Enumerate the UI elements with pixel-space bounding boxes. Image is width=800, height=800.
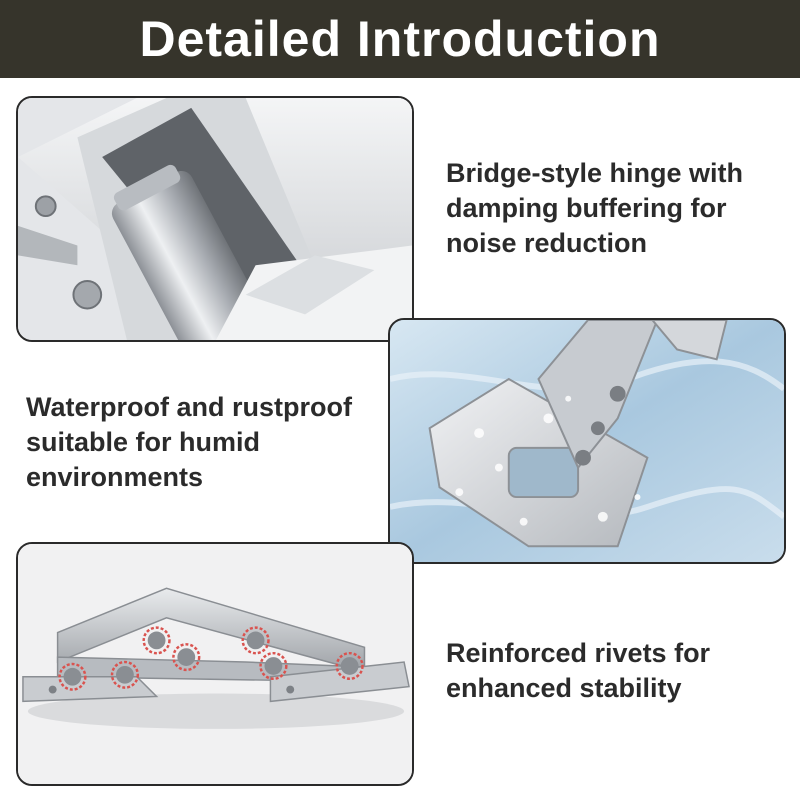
rivet-hinge-image [16,542,414,786]
damper-closeup-image [16,96,414,342]
waterproof-hinge-image [388,318,786,564]
header-banner: Detailed Introduction [0,0,800,78]
feature-caption-damping: Bridge-style hinge with damping bufferin… [446,158,744,258]
page-title: Detailed Introduction [139,11,661,67]
feature-caption-waterproof: Waterproof and rustproof suitable for hu… [26,392,352,492]
feature-caption-rivets: Reinforced rivets for enhanced stability [446,638,711,703]
